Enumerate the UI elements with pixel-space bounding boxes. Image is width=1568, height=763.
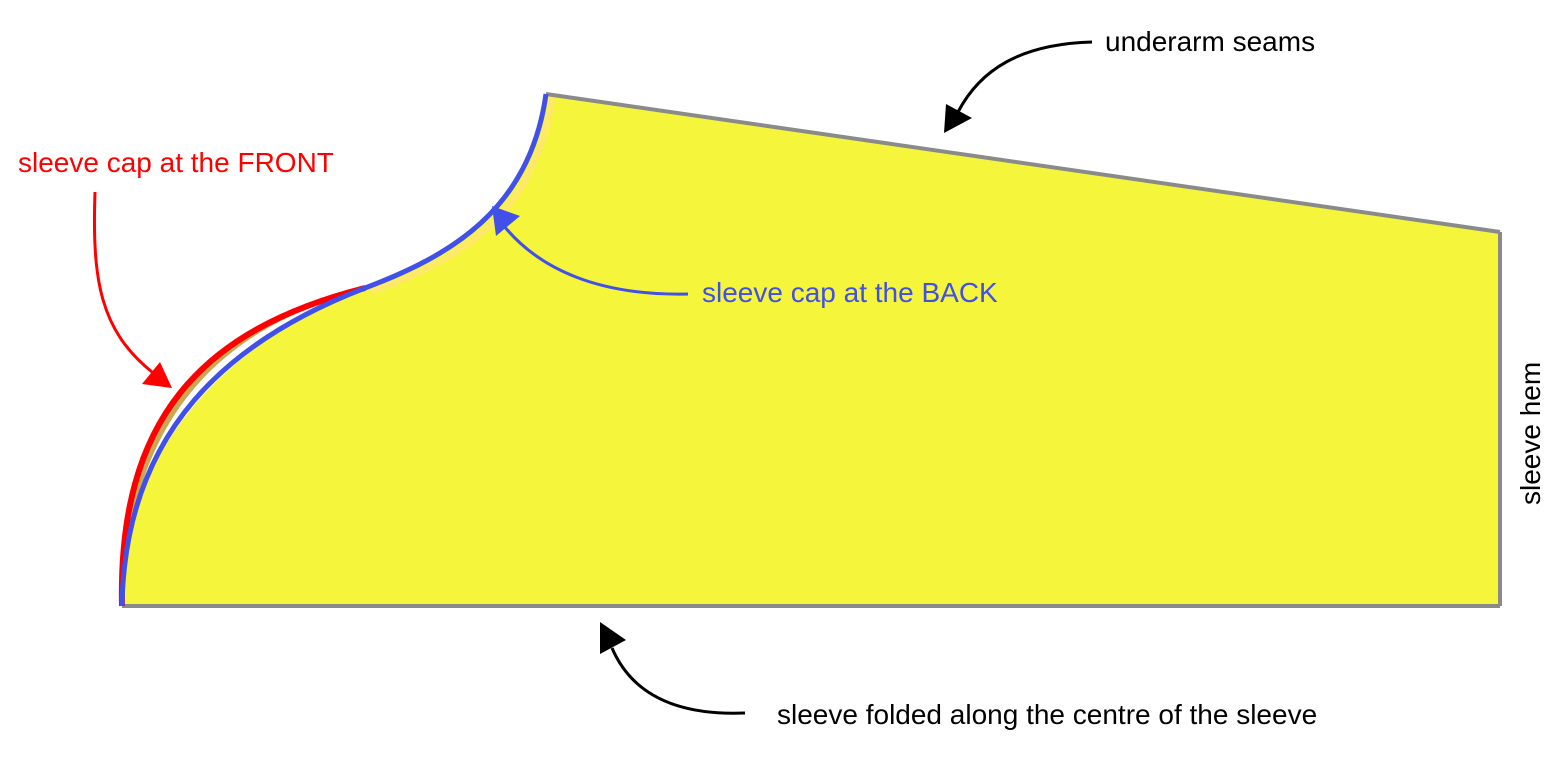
- front-cap-arrow: [92, 191, 172, 388]
- sleeve-hem-label: sleeve hem: [1515, 362, 1546, 505]
- underarm-seams-label: underarm seams: [1105, 26, 1315, 57]
- front-cap-curve: [118, 285, 366, 607]
- back-cap-label: sleeve cap at the BACK: [702, 277, 998, 308]
- back-cap-curve: [119, 93, 549, 607]
- fold-line-arrow: [600, 622, 746, 715]
- back-cap-arrow: [492, 206, 689, 296]
- fold-line-label: sleeve folded along the centre of the sl…: [777, 699, 1317, 730]
- underarm-seams-arrow: [944, 40, 1093, 133]
- underarm-seam-line: [545, 92, 1501, 234]
- sleeve-fabric-shape: [121, 94, 1501, 606]
- front-cap-label: sleeve cap at the FRONT: [18, 147, 334, 178]
